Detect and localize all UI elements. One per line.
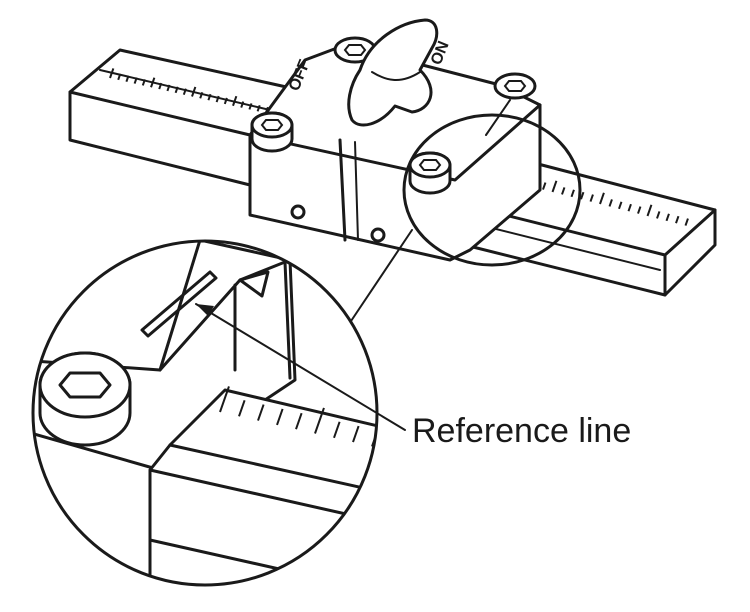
scale-tick [199,92,204,99]
wing-knob-body [347,18,439,127]
detail-marker-circle [402,113,582,267]
scale-tick [675,215,680,224]
scale-tick [240,101,245,108]
scale-tick [656,211,661,219]
scale-tick [191,86,197,97]
scale-tick [166,84,171,92]
scale-tick [608,199,613,207]
scale-tick [561,187,566,195]
carriage-outline [248,43,542,262]
scale-tick [207,93,212,101]
scale-tick [215,95,220,103]
magnified-detail [31,239,379,587]
left-rail-scale [109,68,269,114]
callout-arrowhead [196,304,214,316]
carriage-split-line-2 [354,141,359,241]
scale-tick [133,77,138,84]
scale-tick [182,88,187,95]
callout-leader-line [195,303,406,431]
hex-socket-icon [260,119,284,131]
screw-left [250,111,294,153]
right-bore-hole [370,227,386,243]
right-rail-groove [479,224,661,271]
scale-tick [117,73,122,81]
detail-connector-line [344,229,413,331]
magnified-rail-lower-edge [148,538,377,585]
scale-tick [248,103,253,110]
magnified-reference-slot [140,270,218,338]
scale-tick [158,82,163,90]
scale-tick [238,399,246,417]
scale-tick [542,182,547,190]
scale-tick [618,201,623,210]
scale-tick [232,95,238,107]
screw-right [408,151,452,195]
scale-tick [627,203,632,212]
scale-tick [223,97,228,105]
scale-tick [125,75,130,83]
scale-tick [599,192,605,205]
scale-tick [589,194,594,202]
hex-socket-icon [503,80,527,92]
carriage-top-front-edge [248,103,542,182]
wing-knob [347,18,439,127]
magnified-screw-top [38,351,132,419]
reference-line-callout: Reference line [195,303,631,450]
scale-tick [684,218,689,226]
magnified-notch [238,270,270,298]
scale-tick [665,213,670,222]
scale-tick [295,412,303,430]
scale-tick [551,180,558,193]
reference-line-mark [485,99,511,136]
scale-tick [580,191,585,200]
hex-socket-icon [343,44,367,56]
wing-knob-ridge [371,71,421,81]
scale-tick [219,386,230,413]
scale-tick [646,204,653,217]
callout-label: Reference line [412,412,631,450]
scale-tick [333,421,341,439]
scale-tick [570,189,575,198]
scale-tick [257,404,265,421]
scale-tick [150,77,156,88]
hex-socket-icon [418,159,442,171]
carriage-split-line [338,138,347,242]
left-bore-hole [290,204,306,220]
scale-tick [174,86,179,94]
scale-tick [276,408,284,426]
scale-tick [637,206,642,214]
scale-tick [141,79,146,86]
magnified-rail-edge [168,443,377,497]
scale-tick [109,68,115,79]
carriage-block: OFF ON [248,39,542,262]
screw-top-right [493,72,537,100]
left-rail-front-edge [68,90,252,137]
scale-tick [352,425,360,443]
scale-tick [256,104,261,112]
scale-tick [314,407,325,434]
hex-socket-icon [58,371,112,399]
magnified-split-edge [283,260,292,380]
